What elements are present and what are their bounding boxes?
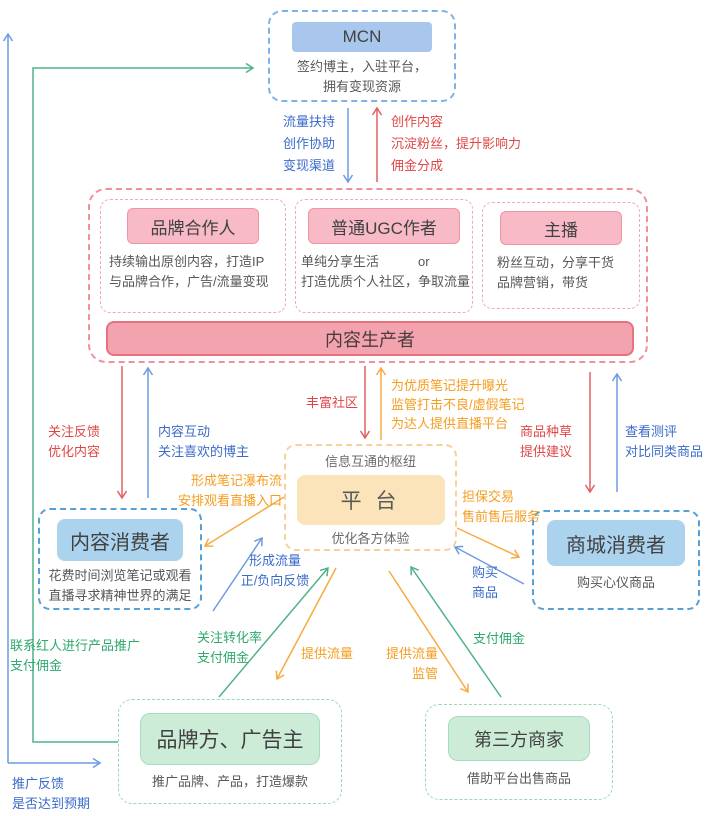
content-producer-banner: 内容生产者 [106,321,634,356]
streamer-desc: 粉丝互动，分享干货 品牌营销，带货 [497,255,615,290]
edge-label-content-interact: 内容互动 关注喜欢的博主 [158,424,250,459]
edge-label-note-feed: 形成笔记瀑布流 安排观看直播入口 [177,473,282,508]
edge-label-platform-support-notes: 为优质笔记提升曝光 监管打击不良/虚假笔记 为达人提供直播平台 [391,378,525,431]
edge-label-creator-output: 创作内容 沉淀粉丝，提升影响力 佣金分成 [391,114,522,173]
third-party-merchant-desc: 借助平台出售商品 [466,771,571,786]
edge-label-traffic-feedback: 形成流量 正/负向反馈 [240,553,310,588]
platform-subtitle-bottom: 优化各方体验 [331,531,410,546]
third-party-merchant-title: 第三方商家 [448,716,590,761]
mall-consumer-title: 商城消费者 [547,520,685,566]
ugc-author-desc: 单纯分享生活 or 打造优质个人社区，争取流量 [301,254,471,289]
third-party-merchant-node: 第三方商家 借助平台出售商品 [425,704,613,800]
brand-advertiser-title: 品牌方、广告主 [140,713,320,765]
content-consumer-title: 内容消费者 [57,519,183,561]
edge-label-contact-influencer: 联系红人进行产品推广 支付佣金 [10,638,141,673]
edge-label-enrich-community: 丰富社区 [306,395,359,410]
edge-label-feedback-optimize: 关注反馈 优化内容 [48,424,101,459]
brand-advertiser-node: 品牌方、广告主 推广品牌、产品，打造爆款 [118,699,342,804]
edge-label-product-seeding: 商品种草 提供建议 [520,424,573,459]
brand-partner-title: 品牌合作人 [127,208,259,244]
edge-label-buy-goods: 购买 商品 [471,565,498,600]
platform-subtitle-top: 信息互通的枢纽 [324,454,416,469]
streamer-node: 主播 粉丝互动，分享干货 品牌营销，带货 [482,202,640,309]
platform-node: 信息互通的枢纽 平 台 优化各方体验 [284,444,457,551]
edge-label-conversion-commission: 关注转化率 支付佣金 [197,630,263,665]
brand-advertiser-desc: 推广品牌、产品，打造爆款 [151,774,308,789]
edge-label-pay-commission: 支付佣金 [473,631,526,646]
brand-partner-node: 品牌合作人 持续输出原创内容，打造IP 与品牌合作，广告/流量变现 [100,199,286,313]
edge-label-view-reviews: 查看测评 对比同类商品 [625,424,704,459]
edge-label-provide-traffic-merchant: 提供流量 监管 [385,646,438,681]
brand-partner-desc: 持续输出原创内容，打造IP 与品牌合作，广告/流量变现 [109,254,269,289]
mcn-node: MCN 签约博主，入驻平台， 拥有变现资源 [268,10,456,102]
ugc-author-title: 普通UGC作者 [308,208,460,244]
edge-label-guaranteed-trade: 担保交易 售前售后服务 [462,489,541,524]
ugc-author-node: 普通UGC作者 单纯分享生活 or 打造优质个人社区，争取流量 [295,199,473,313]
edge-label-provide-traffic-brand: 提供流量 [301,646,354,661]
content-consumer-desc: 花费时间浏览笔记或观看 直播寻求精神世界的满足 [48,568,192,603]
mcn-title: MCN [292,22,432,52]
edge-label-mcn-support: 流量扶持 创作协助 变现渠道 [283,114,336,173]
mcn-desc: 签约博主，入驻平台， 拥有变现资源 [296,59,427,94]
mall-consumer-node: 商城消费者 购买心仪商品 [532,510,700,610]
arrow-platform-to-mall-consumer [456,527,521,559]
content-producers-group: 品牌合作人 持续输出原创内容，打造IP 与品牌合作，广告/流量变现 普通UGC作… [88,188,648,363]
platform-title: 平 台 [296,475,445,525]
edge-label-promo-feedback: 推广反馈 是否达到预期 [12,776,91,811]
streamer-title: 主播 [500,211,622,245]
mall-consumer-desc: 购买心仪商品 [576,575,655,590]
content-consumer-node: 内容消费者 花费时间浏览笔记或观看 直播寻求精神世界的满足 [38,508,202,610]
